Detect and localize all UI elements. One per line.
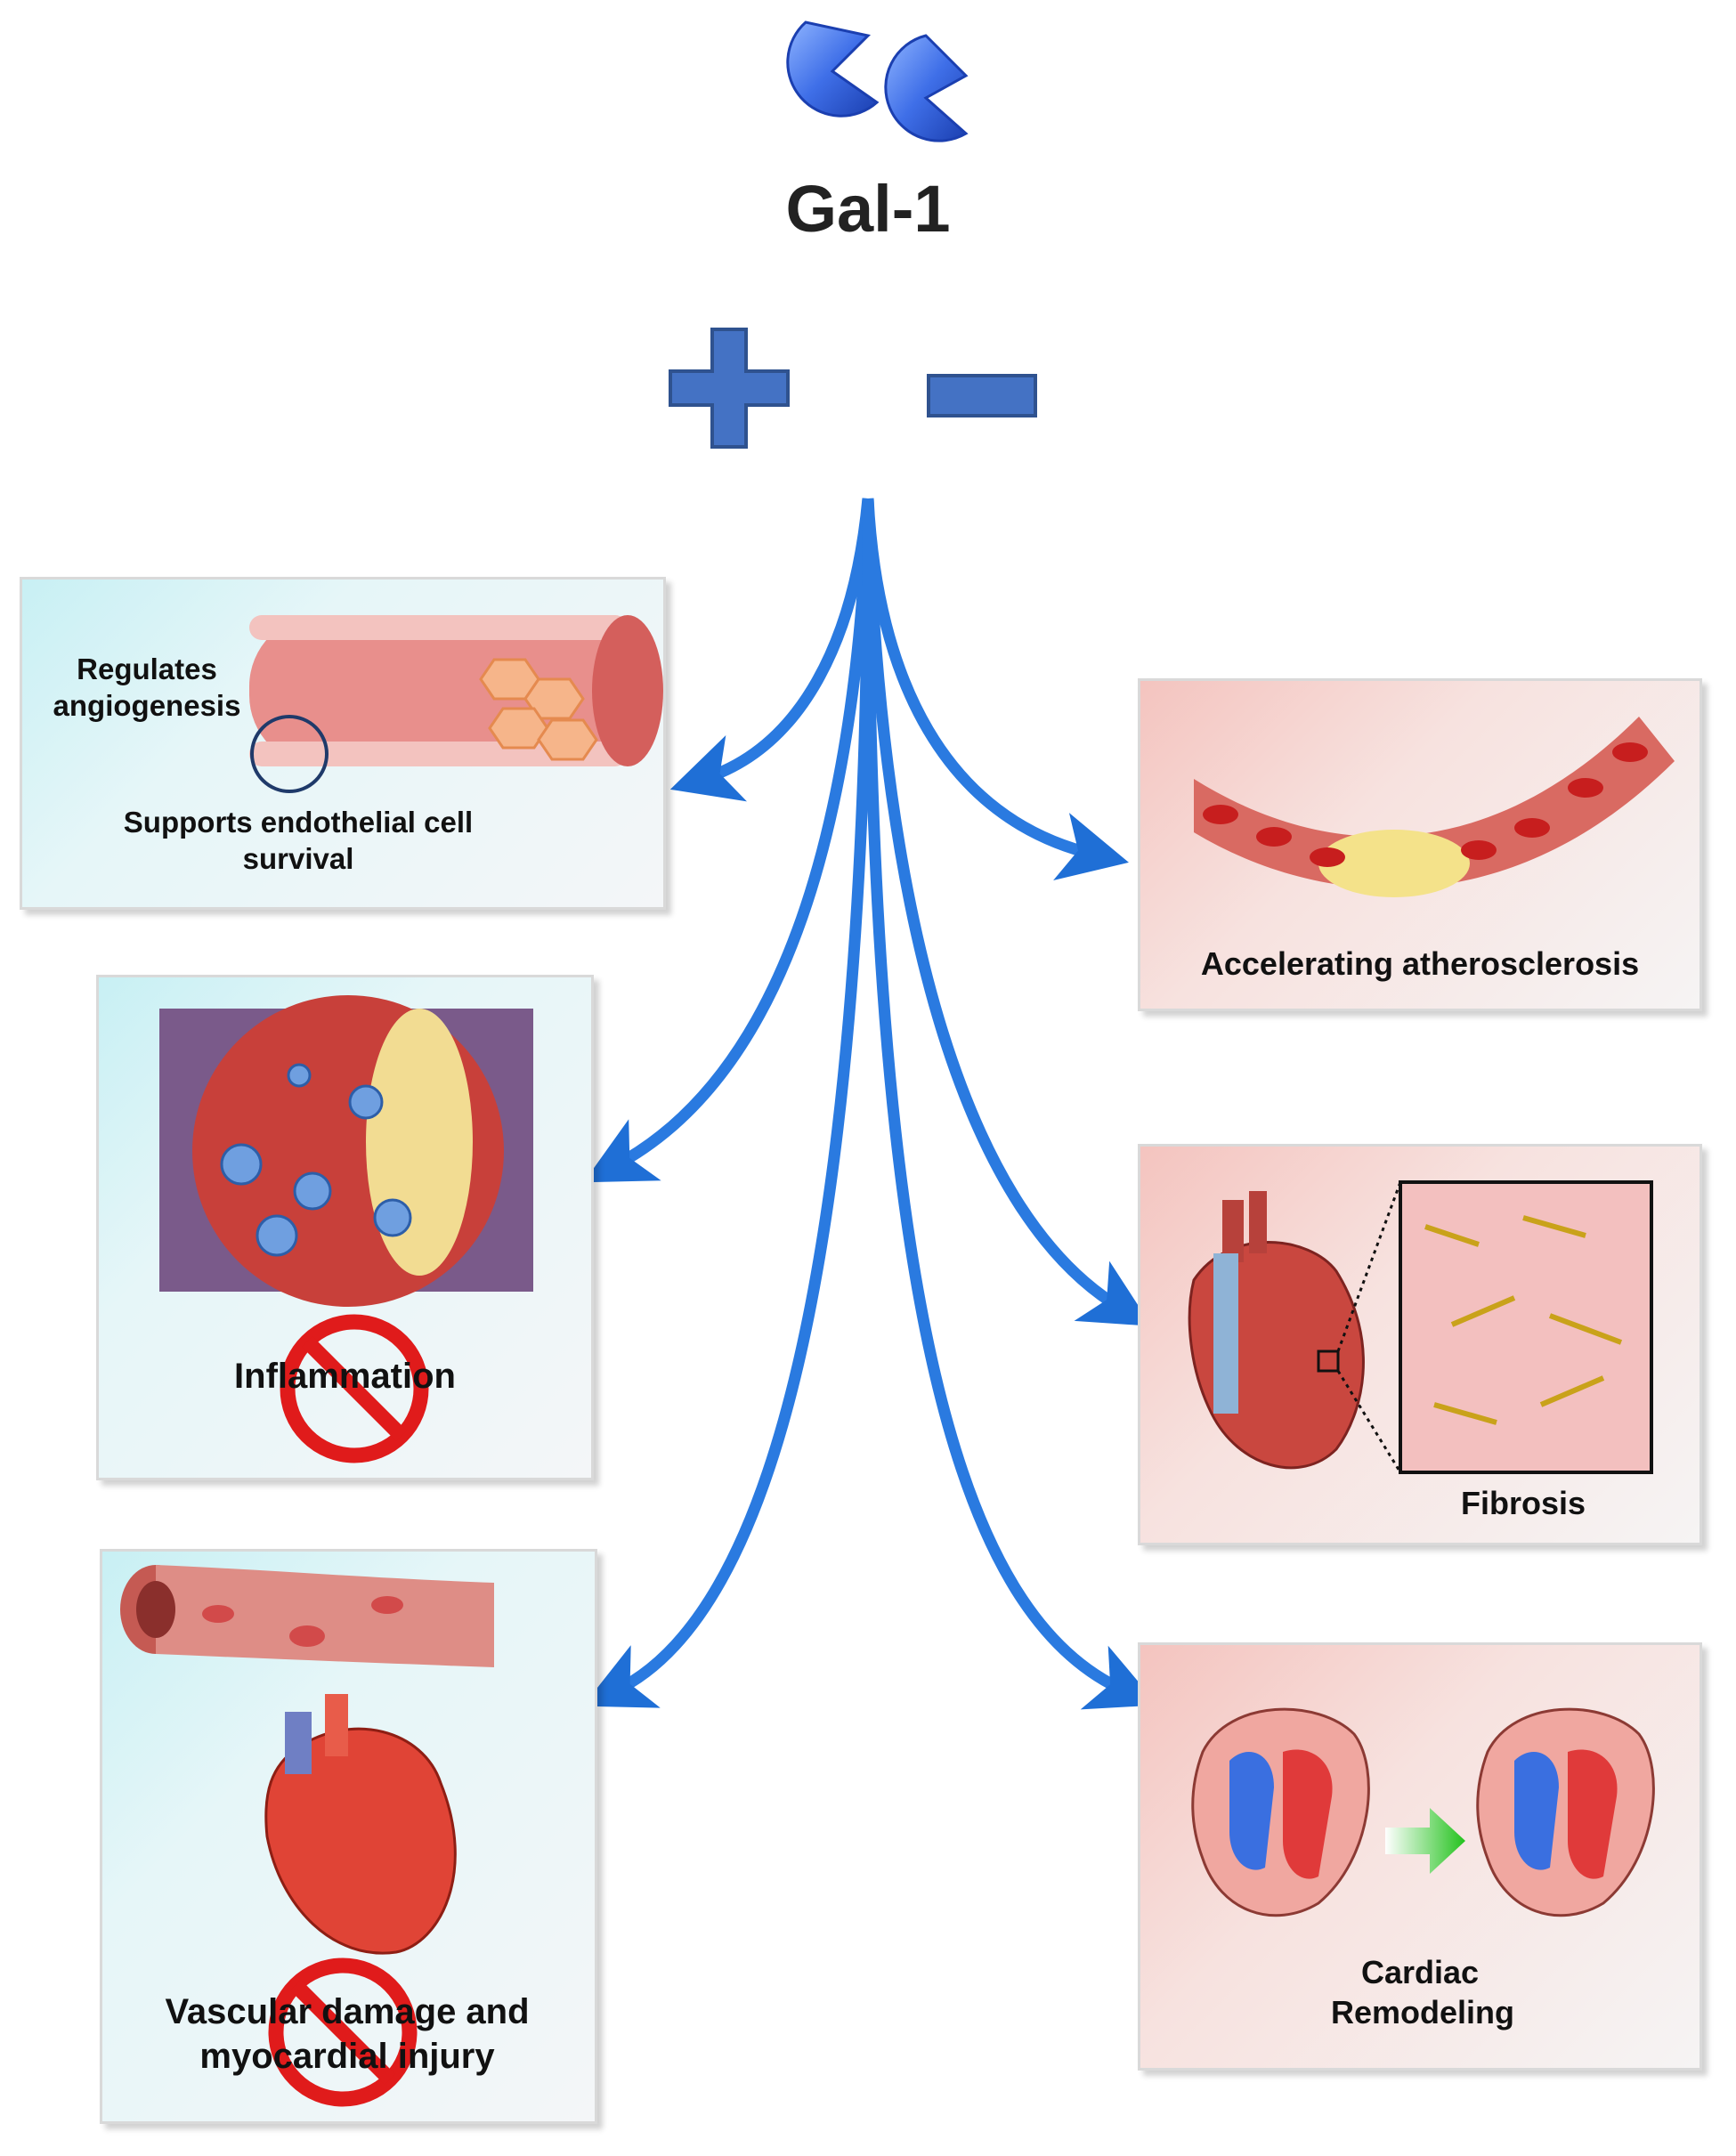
inflammation-label: Inflammation [234, 1357, 456, 1396]
blood-vessel-illustration [249, 615, 663, 793]
fibrosis-label: Fibrosis [1460, 1485, 1586, 1521]
panel-angiogenesis: Regulates angiogenesis Supports endothel… [20, 577, 666, 910]
panel-vascular-damage: Vascular damage and myocardial injury [100, 1549, 597, 2124]
page-title: Gal-1 [785, 172, 951, 246]
atherosclerosis-label: Accelerating atherosclerosis [1200, 945, 1640, 982]
plaque-vessel-illustration [1194, 717, 1675, 897]
prohibition-icon [268, 1957, 418, 2107]
angiogenesis-label: Regulates angiogenesis [53, 652, 241, 723]
panel-cardiac-remodeling: Cardiac Remodeling [1138, 1642, 1702, 2071]
endothelial-label: Supports endothelial cell survival [123, 806, 474, 876]
inflamed-vessel-illustration [159, 995, 533, 1307]
remodeling-label: Cardiac Remodeling [1331, 1954, 1515, 2030]
panel-atherosclerosis: Accelerating atherosclerosis [1138, 678, 1702, 1011]
green-arrow-icon [1385, 1808, 1465, 1874]
prohibition-icon [280, 1314, 429, 1463]
panel-inflammation: Inflammation [96, 975, 594, 1480]
vascular-damage-label: Vascular damage and myocardial injury [165, 1992, 530, 2076]
vessel-heart-illustration [120, 1565, 494, 1955]
heart-fibrosis-illustration [1188, 1180, 1653, 1474]
panel-fibrosis: Fibrosis [1138, 1144, 1702, 1545]
heart-remodeling-illustration [1191, 1707, 1655, 1917]
